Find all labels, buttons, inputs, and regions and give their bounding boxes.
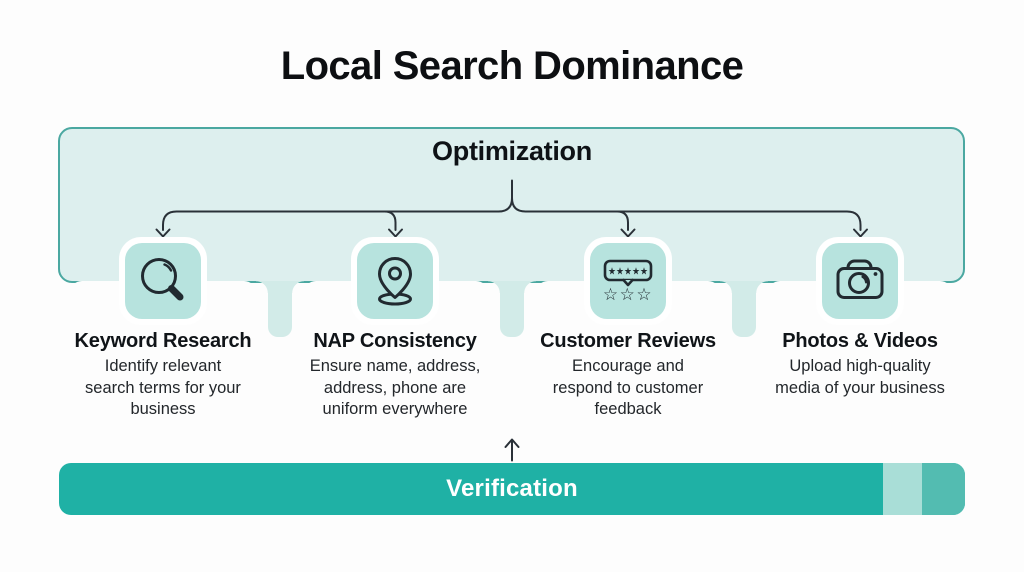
strip-fillet	[292, 281, 304, 293]
verification-bar: Verification	[59, 463, 965, 515]
strip-fillet	[524, 281, 536, 293]
verification-heading: Verification	[446, 475, 578, 502]
column-photos-videos: Photos & Videos Upload high-quality medi…	[748, 237, 972, 399]
column-heading: Keyword Research	[74, 330, 252, 352]
column-heading: Photos & Videos	[782, 330, 938, 352]
strip-fillet	[756, 281, 768, 293]
magnifier-icon	[141, 258, 184, 301]
icon-tile	[351, 237, 439, 325]
column-description: Upload high-quality media of your busine…	[775, 357, 945, 397]
camera-icon	[836, 259, 884, 299]
review-stars-icon: ★★★★★ ☆☆☆	[603, 259, 653, 305]
column-description: Encourage and respond to customer feedba…	[552, 357, 704, 418]
column-heading: NAP Consistency	[313, 330, 477, 352]
svg-text:★★★★★: ★★★★★	[608, 267, 648, 278]
panel-strip	[732, 281, 756, 337]
panel-strip	[500, 281, 524, 337]
verification-segment-mid	[922, 463, 965, 515]
svg-text:☆☆☆: ☆☆☆	[603, 285, 653, 305]
icon-tile	[119, 237, 207, 325]
verification-segment-light	[883, 463, 922, 515]
column-customer-reviews: ★★★★★ ☆☆☆ Customer Reviews Encourage and…	[516, 237, 740, 421]
icon-tile	[816, 237, 904, 325]
column-keyword-research: Keyword Research Identify relevant searc…	[51, 237, 275, 421]
column-description: Identify relevant search terms for your …	[85, 357, 241, 418]
page-title: Local Search Dominance	[280, 44, 744, 88]
icon-tile: ★★★★★ ☆☆☆	[584, 237, 672, 325]
panel-strip	[268, 281, 292, 337]
optimization-heading: Optimization	[432, 136, 592, 166]
column-heading: Customer Reviews	[540, 330, 716, 352]
column-nap-consistency: NAP Consistency Ensure name, address, ad…	[283, 237, 507, 421]
strip-fillet	[720, 281, 732, 293]
map-pin-icon	[378, 257, 412, 306]
strip-fillet	[488, 281, 500, 293]
column-description: Ensure name, address, address, phone are…	[309, 357, 481, 418]
strip-fillet	[256, 281, 268, 293]
